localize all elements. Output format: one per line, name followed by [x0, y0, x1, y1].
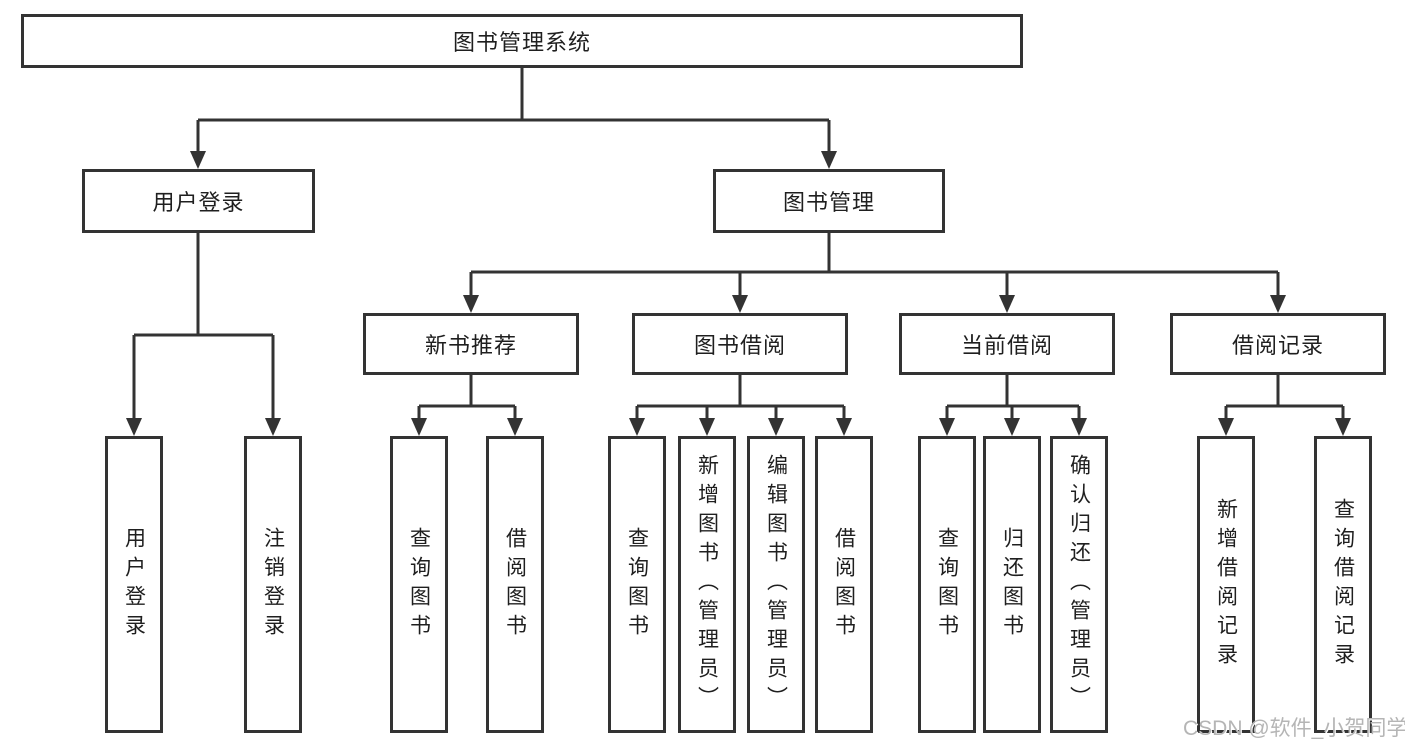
node-user-login: 用户登录 — [82, 169, 315, 233]
node-leaf-logout: 注销登录 — [244, 436, 302, 733]
node-leaf-nbr-borrow-books: 借阅图书 — [486, 436, 544, 733]
node-book-borrowing: 图书借阅 — [632, 313, 848, 375]
node-leaf-bb-query-books: 查询图书 — [608, 436, 666, 733]
node-leaf-cb-confirm-return: 确认归还（管理员） — [1050, 436, 1108, 733]
node-leaf-br-query-record: 查询借阅记录 — [1314, 436, 1372, 733]
node-root: 图书管理系统 — [21, 14, 1023, 68]
node-leaf-cb-query-books: 查询图书 — [918, 436, 976, 733]
node-leaf-bb-add-books: 新增图书（管理员） — [678, 436, 736, 733]
node-leaf-cb-return-books: 归还图书 — [983, 436, 1041, 733]
node-leaf-br-add-record: 新增借阅记录 — [1197, 436, 1255, 733]
node-book-management: 图书管理 — [713, 169, 945, 233]
csdn-watermark: CSDN @软件_小贺同学 — [1183, 717, 1405, 740]
node-leaf-bb-edit-books: 编辑图书（管理员） — [747, 436, 805, 733]
node-new-book-recommend: 新书推荐 — [363, 313, 579, 375]
node-current-borrowing: 当前借阅 — [899, 313, 1115, 375]
node-leaf-bb-borrow-books: 借阅图书 — [815, 436, 873, 733]
node-leaf-nbr-query-books: 查询图书 — [390, 436, 448, 733]
node-leaf-user-login: 用户登录 — [105, 436, 163, 733]
node-borrowing-records: 借阅记录 — [1170, 313, 1386, 375]
